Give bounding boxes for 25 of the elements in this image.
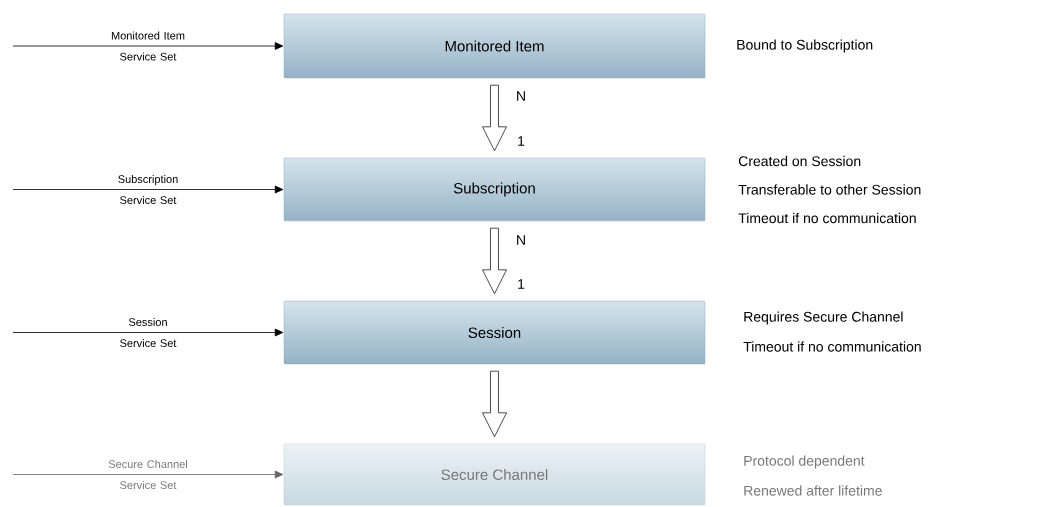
multiplicity-label: N (517, 235, 525, 245)
note-text: Timeout if no communication (743, 341, 921, 352)
arrow (12, 470, 284, 479)
process-box: Subscription (283, 157, 706, 222)
process-box: Monitored Item (283, 13, 706, 79)
arrow (12, 185, 284, 194)
note-text: Bound to Subscription (737, 39, 873, 53)
multiplicity-label: N (517, 91, 525, 101)
edge-label: Session Service Set (120, 317, 177, 348)
process-box: Secure Channel (283, 443, 706, 506)
note-text: Transferable to other Session (738, 184, 921, 195)
note-text: Created on Session (738, 155, 861, 167)
block-arrow (482, 84, 507, 152)
edge-label: Monitored Item Service Set (111, 31, 185, 61)
arrow (12, 328, 284, 337)
process-box: Session (283, 300, 706, 365)
note-text: Requires Secure Channel (744, 311, 903, 325)
edge-label: Secure Channel Service Set (108, 459, 187, 490)
block-arrow (482, 227, 507, 295)
note-text: Renewed after lifetime (744, 485, 882, 496)
note-text: Protocol dependent (744, 455, 865, 469)
edge-label: Subscription Service Set (118, 174, 178, 205)
arrow (12, 42, 284, 50)
block-arrow (482, 370, 507, 438)
note-text: Timeout if no communication (738, 212, 916, 224)
